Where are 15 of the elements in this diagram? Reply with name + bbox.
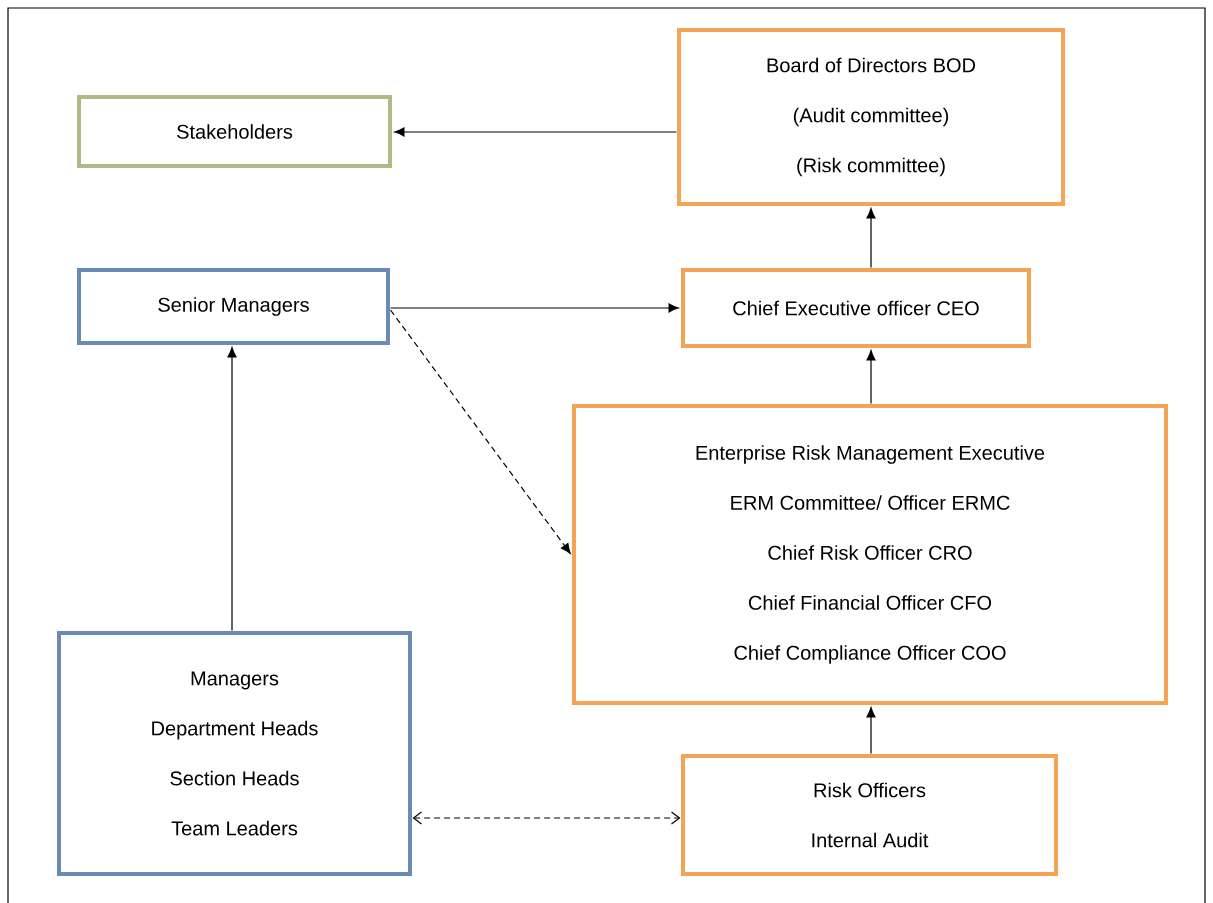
arrow	[866, 707, 876, 755]
arrow	[389, 309, 571, 554]
managers-box: Managers Department Heads Section Heads Team Leaders	[57, 631, 412, 876]
arrow	[227, 347, 237, 632]
senior-managers-box: Senior Managers	[77, 268, 390, 345]
ceo-box: Chief Executive officer CEO	[681, 268, 1031, 348]
arrow	[866, 350, 876, 405]
arrow	[866, 208, 876, 269]
stakeholder-box: Stakeholders	[77, 95, 392, 168]
arrow	[389, 303, 679, 313]
risk-officers-box: Risk Officers Internal Audit	[681, 754, 1058, 876]
executive-box: Enterprise Risk Management Executive ERM Committee/ Officer ERMC Chief Risk Officer CRO Chief Financial Officer CFO Chief Compliance Officer COO	[572, 404, 1168, 705]
arrow	[412, 811, 681, 825]
arrow	[394, 127, 678, 137]
board-box: Board of Directors BOD (Audit committee) (Risk committee)	[677, 28, 1065, 206]
